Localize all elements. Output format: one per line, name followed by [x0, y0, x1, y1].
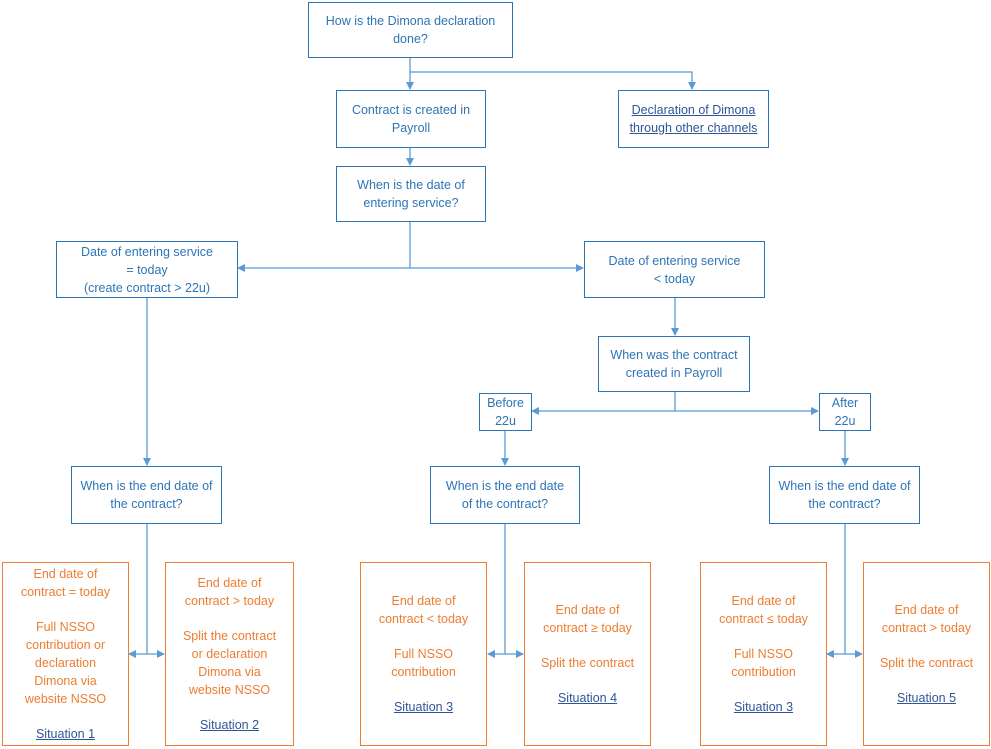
- situation-line: Dimona via: [198, 665, 261, 679]
- question-end-date-text: When is the end date of the contract?: [80, 479, 213, 511]
- situation-5-link[interactable]: Situation 5: [896, 691, 957, 705]
- date-entering-today-text: Date of entering service = today (create…: [80, 244, 213, 295]
- date-entering-before-today-text: Date of entering service < today: [608, 253, 741, 286]
- situation-line: End date of: [731, 594, 796, 608]
- situation-4-box: End date of contract ≥ today Split the c…: [524, 562, 651, 746]
- question-date-entering-text: When is the date of entering service?: [357, 178, 465, 210]
- situation-line: website NSSO: [188, 683, 271, 697]
- situation-1-box: End date of contract = today Full NSSO c…: [2, 562, 129, 746]
- situation-3b-link[interactable]: Situation 3: [733, 700, 794, 714]
- situation-line: End date of: [555, 603, 620, 617]
- contract-created-text: Contract is created in Payroll: [351, 103, 471, 135]
- situation-3a-box: End date of contract < today Full NSSO c…: [360, 562, 487, 746]
- situation-line: contract ≥ today: [543, 621, 632, 635]
- question-how-declaration-box: How is the Dimona declaration done?: [308, 2, 513, 58]
- date-entering-today-box: Date of entering service = today (create…: [56, 241, 238, 298]
- situation-line: Dimona via: [34, 674, 97, 688]
- contract-created-in-payroll-box: Contract is created in Payroll: [336, 90, 486, 148]
- situation-line: contract = today: [20, 585, 111, 599]
- before-22u-text: Before 22u: [487, 396, 524, 428]
- before-22u-box: Before 22u: [479, 393, 532, 431]
- situation-line: End date of: [894, 603, 959, 617]
- situation-line: contract > today: [881, 621, 972, 635]
- situation-line: Full NSSO: [393, 647, 454, 661]
- question-end-date-text: When is the end date of the contract?: [778, 479, 911, 511]
- situation-line: End date of: [33, 567, 98, 581]
- connector-q-to-other: [410, 71, 696, 90]
- question-contract-created-box: When was the contract created in Payroll: [598, 336, 750, 392]
- situation-2-link[interactable]: Situation 2: [199, 718, 260, 732]
- situation-line: contract > today: [184, 594, 275, 608]
- other-channels-box[interactable]: Declaration of Dimona through other chan…: [618, 90, 769, 148]
- situation-line: declaration: [34, 656, 97, 670]
- date-entering-before-today-box: Date of entering service < today: [584, 241, 765, 298]
- after-22u-box: After 22u: [819, 393, 871, 431]
- situation-2-box: End date of contract > today Split the c…: [165, 562, 294, 746]
- situation-line: contract ≤ today: [719, 612, 808, 626]
- question-end-date-box-3: When is the end date of the contract?: [769, 466, 920, 524]
- situation-line: contribution or: [25, 638, 106, 652]
- question-date-entering-box: When is the date of entering service?: [336, 166, 486, 222]
- situation-3a-link[interactable]: Situation 3: [393, 700, 454, 714]
- situation-3b-box: End date of contract ≤ today Full NSSO c…: [700, 562, 827, 746]
- situation-line: Full NSSO: [35, 620, 96, 634]
- situation-line: contract < today: [378, 612, 469, 626]
- question-end-date-text: When is the end date of the contract?: [445, 479, 565, 511]
- situation-line: End date of: [391, 594, 456, 608]
- question-contract-created-text: When was the contract created in Payroll: [610, 348, 738, 380]
- situation-line: Split the contract: [182, 629, 277, 643]
- situation-line: contribution: [731, 665, 796, 679]
- situation-line: or declaration: [191, 647, 268, 661]
- situation-line: Split the contract: [879, 656, 974, 670]
- question-end-date-box-2: When is the end date of the contract?: [430, 466, 580, 524]
- question-how-declaration-text: How is the Dimona declaration done?: [325, 14, 496, 46]
- question-end-date-box-1: When is the end date of the contract?: [71, 466, 222, 524]
- situation-4-link[interactable]: Situation 4: [557, 691, 618, 705]
- other-channels-link[interactable]: Declaration of Dimona through other chan…: [629, 103, 758, 135]
- situation-line: website NSSO: [24, 692, 107, 706]
- situation-line: End date of: [197, 576, 262, 590]
- situation-line: Split the contract: [540, 656, 635, 670]
- situation-line: Full NSSO: [733, 647, 794, 661]
- situation-line: contribution: [391, 665, 456, 679]
- situation-1-link[interactable]: Situation 1: [35, 727, 96, 741]
- after-22u-text: After 22u: [831, 396, 859, 428]
- situation-5-box: End date of contract > today Split the c…: [863, 562, 990, 746]
